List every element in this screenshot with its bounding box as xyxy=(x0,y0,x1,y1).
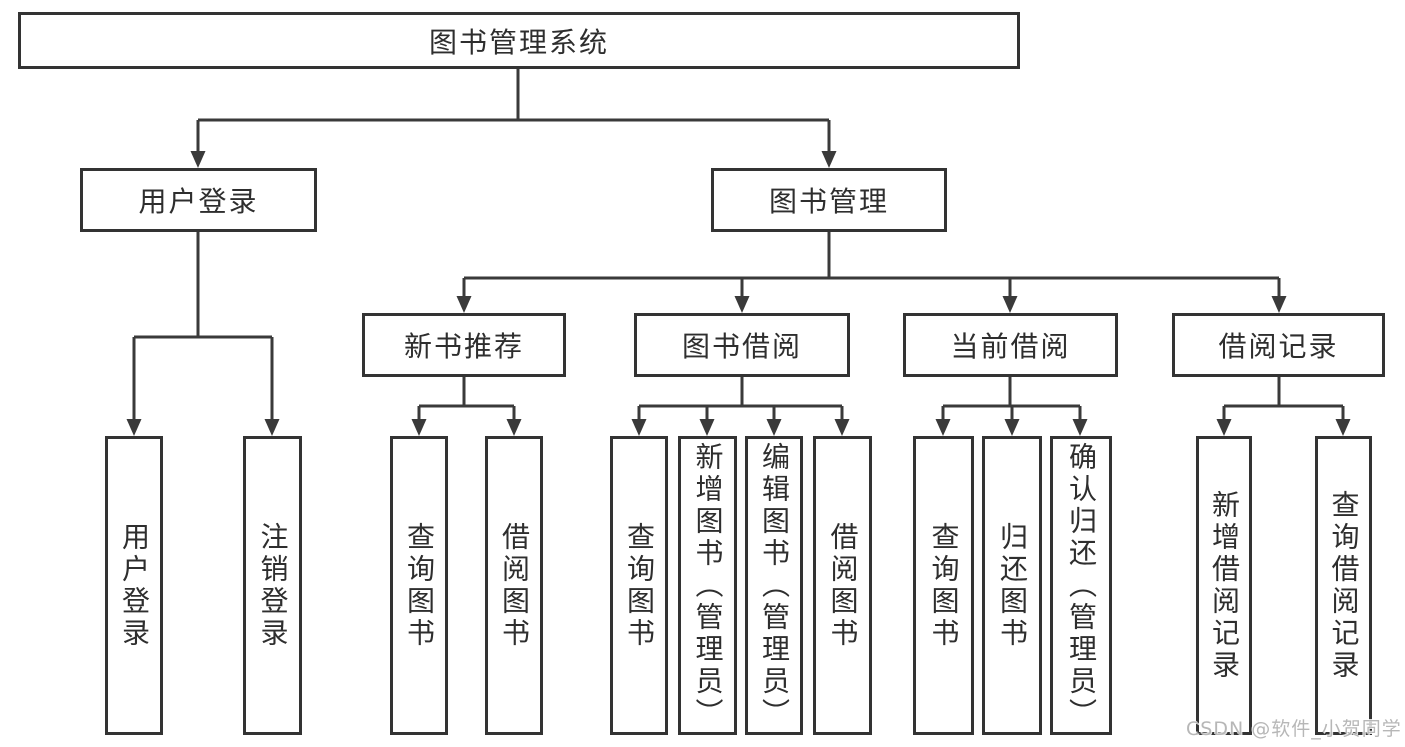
leaf-search-borrow-record: 查询借阅记录 xyxy=(1315,436,1372,735)
node-label: 查询图书 xyxy=(927,521,961,650)
node-label: 新增图书（管理员） xyxy=(691,441,725,730)
arrow-down-icon xyxy=(1072,419,1088,436)
node-label: 当前借阅 xyxy=(950,330,1071,363)
node-label: 图书借阅 xyxy=(681,330,802,363)
node-label: 归还图书 xyxy=(996,521,1029,650)
arrow-down-icon xyxy=(1002,296,1018,313)
connector-root-to-level2 xyxy=(196,69,831,153)
leaf-logout: 注销登录 xyxy=(243,436,302,735)
arrow-down-icon xyxy=(821,151,837,168)
node-borrow-records: 借阅记录 xyxy=(1172,313,1385,377)
node-label: 用户登录 xyxy=(118,521,151,650)
node-label: 新书推荐 xyxy=(403,330,524,363)
leaf-add-book-admin: 新增图书（管理员） xyxy=(678,436,737,735)
arrow-down-icon xyxy=(126,419,142,436)
node-label: 借阅记录 xyxy=(1218,330,1339,363)
node-label: 注销登录 xyxy=(256,521,290,650)
node-current-borrow: 当前借阅 xyxy=(903,313,1118,377)
leaf-borrow-books-recommend: 借阅图书 xyxy=(485,436,543,735)
connector-borrow-records-to-leaves xyxy=(1222,377,1345,421)
arrow-down-icon xyxy=(1004,419,1020,436)
arrow-down-icon xyxy=(734,296,750,313)
leaf-confirm-return-admin: 确认归还（管理员） xyxy=(1050,436,1112,735)
arrow-down-icon xyxy=(1271,296,1287,313)
connector-user-login-to-leaves xyxy=(132,232,274,421)
leaf-search-books-borrow: 查询图书 xyxy=(610,436,668,735)
arrow-down-icon xyxy=(506,419,522,436)
connector-book-mgmt-to-level3 xyxy=(462,232,1281,298)
connector-current-borrow-to-leaves xyxy=(941,377,1082,421)
connector-book-borrow-to-leaves xyxy=(637,377,844,421)
node-label: 借阅图书 xyxy=(826,521,860,650)
connector-new-book-to-leaves xyxy=(417,377,516,421)
node-label: 用户登录 xyxy=(138,185,259,218)
arrow-down-icon xyxy=(834,419,850,436)
node-label: 图书管理 xyxy=(768,185,889,218)
arrow-down-icon xyxy=(456,296,472,313)
node-book-management-system: 图书管理系统 xyxy=(18,12,1020,69)
leaf-user-login: 用户登录 xyxy=(105,436,163,735)
leaf-return-book: 归还图书 xyxy=(982,436,1042,735)
arrow-down-icon xyxy=(411,419,427,436)
arrowhead-icons xyxy=(126,151,1351,436)
csdn-watermark: CSDN @软件_小贺同学 xyxy=(1186,718,1402,740)
node-label: 图书管理系统 xyxy=(428,25,609,59)
node-label: 查询图书 xyxy=(403,521,436,650)
node-label: 查询图书 xyxy=(623,521,656,650)
arrow-down-icon xyxy=(631,419,647,436)
arrow-down-icon xyxy=(1335,419,1351,436)
node-book-borrow: 图书借阅 xyxy=(634,313,850,377)
node-label: 编辑图书（管理员） xyxy=(758,441,791,730)
leaf-search-books-current: 查询图书 xyxy=(913,436,974,735)
arrow-down-icon xyxy=(190,151,206,168)
node-user-login: 用户登录 xyxy=(80,168,317,232)
leaf-search-books-recommend: 查询图书 xyxy=(390,436,448,735)
arrow-down-icon xyxy=(935,419,951,436)
node-label: 确认归还（管理员） xyxy=(1065,441,1098,730)
leaf-add-borrow-record: 新增借阅记录 xyxy=(1196,436,1252,735)
node-label: 查询借阅记录 xyxy=(1327,489,1361,682)
arrow-down-icon xyxy=(264,419,280,436)
node-book-management: 图书管理 xyxy=(711,168,947,232)
node-label: 新增借阅记录 xyxy=(1208,489,1241,682)
leaf-edit-book-admin: 编辑图书（管理员） xyxy=(745,436,803,735)
arrow-down-icon xyxy=(1216,419,1232,436)
arrow-down-icon xyxy=(699,419,715,436)
node-label: 借阅图书 xyxy=(498,521,531,650)
node-new-book-recommend: 新书推荐 xyxy=(362,313,566,377)
arrow-down-icon xyxy=(766,419,782,436)
leaf-borrow-books-borrow: 借阅图书 xyxy=(813,436,872,735)
